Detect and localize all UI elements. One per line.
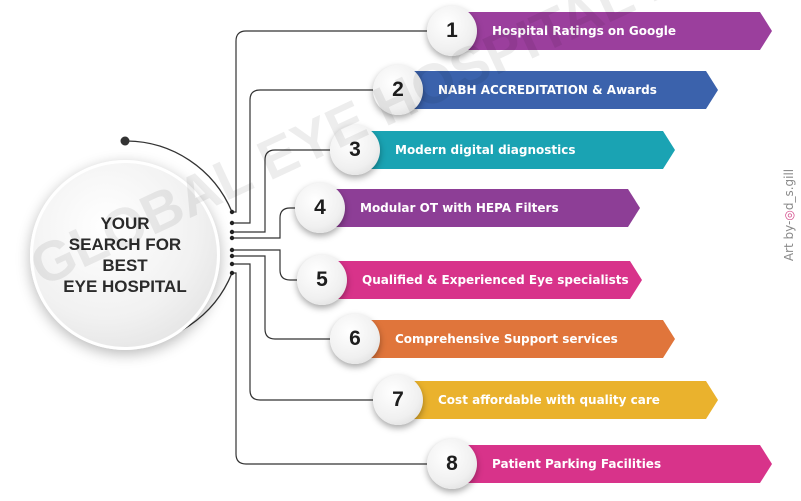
item-banner-4: Modular OT with HEPA Filters <box>320 189 640 227</box>
item-banner-6: Comprehensive Support services <box>355 320 675 358</box>
item-label: Qualified & Experienced Eye specialists <box>362 273 629 287</box>
item-banner-3: Modern digital diagnostics <box>355 131 675 169</box>
number-badge-7: 7 <box>373 375 423 425</box>
hub-title: YOUR SEARCH FOR BEST EYE HOSPITAL <box>50 213 200 297</box>
item-label: Patient Parking Facilities <box>492 457 662 471</box>
item-label: Comprehensive Support services <box>395 332 618 346</box>
number-badge-2: 2 <box>373 65 423 115</box>
item-banner-7: Cost affordable with quality care <box>398 381 718 419</box>
connector-dot <box>229 220 235 226</box>
item-number: 3 <box>349 138 361 161</box>
item-number: 6 <box>349 327 361 350</box>
hub-dot-top <box>120 136 130 146</box>
item-number: 7 <box>392 388 404 411</box>
connector-8 <box>232 272 427 465</box>
connector-5 <box>232 249 297 281</box>
item-label: Modern digital diagnostics <box>395 143 576 157</box>
connector-7 <box>232 263 373 401</box>
hub-title-line: YOUR <box>100 214 150 233</box>
credit-prefix: Art by- <box>782 220 796 262</box>
item-banner-2: NABH ACCREDITATION & Awards <box>398 71 718 109</box>
hub-circle: YOUR SEARCH FOR BEST EYE HOSPITAL <box>30 160 220 350</box>
number-badge-4: 4 <box>295 183 345 233</box>
item-number: 4 <box>314 196 326 219</box>
connector-dot <box>229 229 235 235</box>
connector-dot <box>229 253 235 259</box>
number-badge-3: 3 <box>330 125 380 175</box>
item-label: Cost affordable with quality care <box>438 393 660 407</box>
instagram-icon: ◎ <box>782 210 796 221</box>
connector-1 <box>232 30 427 213</box>
item-label: Modular OT with HEPA Filters <box>360 201 559 215</box>
connector-dot <box>229 261 235 267</box>
item-number: 8 <box>446 452 458 475</box>
hub-title-line: SEARCH FOR <box>68 235 182 254</box>
item-number: 2 <box>392 78 404 101</box>
number-badge-8: 8 <box>427 439 477 489</box>
item-number: 1 <box>446 19 458 42</box>
item-number: 5 <box>316 268 328 291</box>
hub-arc-top <box>124 140 233 213</box>
item-label: Hospital Ratings on Google <box>492 24 677 38</box>
connector-6 <box>232 255 330 340</box>
connector-dot <box>229 270 235 276</box>
connector-dot <box>229 247 235 253</box>
connector-3 <box>232 149 330 233</box>
item-banner-5: Qualified & Experienced Eye specialists <box>322 261 642 299</box>
connector-4 <box>232 207 295 239</box>
credit-handle: d_s.gill <box>782 168 796 211</box>
item-banner-1: Hospital Ratings on Google <box>452 12 772 50</box>
hub-title-line: BEST <box>102 256 148 275</box>
connector-dot <box>229 235 235 241</box>
connector-dot <box>229 209 235 215</box>
number-badge-5: 5 <box>297 255 347 305</box>
connector-2 <box>232 89 373 224</box>
item-banner-8: Patient Parking Facilities <box>452 445 772 483</box>
art-credit: Art by-◎d_s.gill <box>782 169 796 261</box>
item-label: NABH ACCREDITATION & Awards <box>438 83 657 97</box>
hub-title-line: EYE HOSPITAL <box>63 277 187 296</box>
number-badge-6: 6 <box>330 314 380 364</box>
number-badge-1: 1 <box>427 6 477 56</box>
